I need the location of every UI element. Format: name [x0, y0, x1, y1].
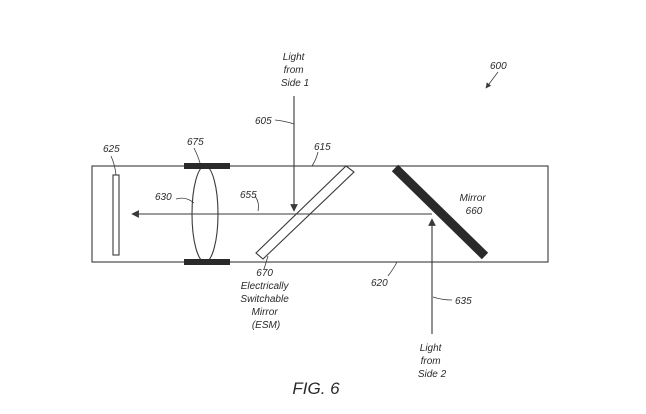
mirror-660 — [391, 164, 489, 260]
ref-630-label: 630 — [155, 192, 172, 203]
ref-615-label: 615 — [314, 142, 331, 153]
leader-675 — [193, 147, 201, 164]
figure-caption: FIG. 6 — [292, 379, 340, 398]
leader-615 — [311, 151, 319, 167]
ref-625-label: 625 — [103, 144, 120, 155]
mirror-label: Mirror 660 — [460, 193, 489, 217]
light-side2-label: Light from Side 2 — [418, 343, 447, 380]
leader-655 — [254, 195, 259, 212]
ref-655-label: 655 — [240, 190, 257, 201]
leader-620 — [387, 261, 398, 277]
component-625-plate — [112, 174, 120, 256]
figure-number-label: 600 — [490, 61, 507, 72]
ref-675-label: 675 — [187, 137, 204, 148]
esm-label: 670 Electrically Switchable Mirror (ESM) — [240, 268, 291, 331]
ref-635-label: 635 — [455, 296, 472, 307]
leader-630 — [175, 197, 195, 204]
leader-605 — [274, 119, 295, 125]
leader-625 — [110, 155, 117, 176]
light-side1-label: Light from Side 1 — [281, 52, 309, 89]
figure-number-arrow — [485, 71, 499, 89]
ref-620-label: 620 — [371, 278, 388, 289]
lens-mount-bottom-675 — [184, 259, 230, 265]
esm-670-plate — [255, 165, 355, 260]
ref-605-label: 605 — [255, 116, 272, 127]
leader-635 — [432, 296, 453, 301]
lens-mount-top-675 — [184, 163, 230, 169]
leader-670 — [263, 255, 269, 270]
